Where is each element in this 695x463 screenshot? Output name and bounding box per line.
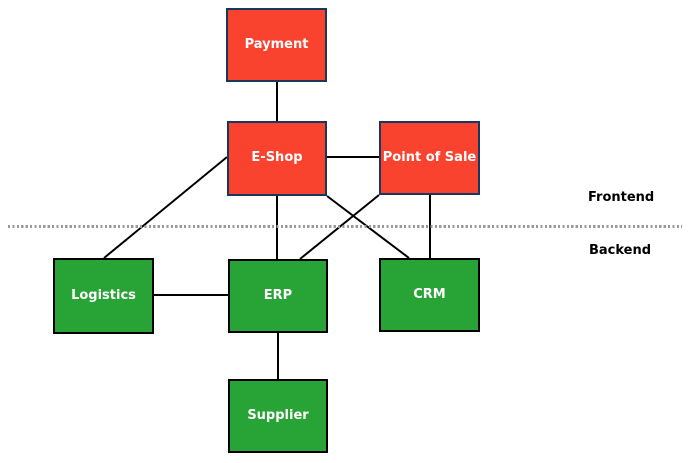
node-label-point-of-sale: Point of Sale xyxy=(382,149,477,165)
frontend-label: Frontend xyxy=(588,190,655,205)
node-logistics: Logistics xyxy=(53,258,154,334)
node-supplier: Supplier xyxy=(228,379,328,453)
node-erp: ERP xyxy=(228,259,328,333)
frontend-backend-divider xyxy=(8,225,682,228)
edge-eshop-logistics xyxy=(103,156,228,259)
node-label-logistics: Logistics xyxy=(71,287,136,303)
backend-label: Backend xyxy=(589,243,652,258)
node-label-supplier: Supplier xyxy=(247,407,309,423)
node-label-payment: Payment xyxy=(244,36,309,52)
node-label-e-shop: E-Shop xyxy=(251,150,303,166)
node-label-erp: ERP xyxy=(263,287,293,303)
node-label-crm: CRM xyxy=(413,286,446,302)
node-e-shop: E-Shop xyxy=(227,121,327,196)
node-payment: Payment xyxy=(226,8,327,82)
node-crm: CRM xyxy=(379,258,480,332)
node-point-of-sale: Point of Sale xyxy=(379,121,480,195)
